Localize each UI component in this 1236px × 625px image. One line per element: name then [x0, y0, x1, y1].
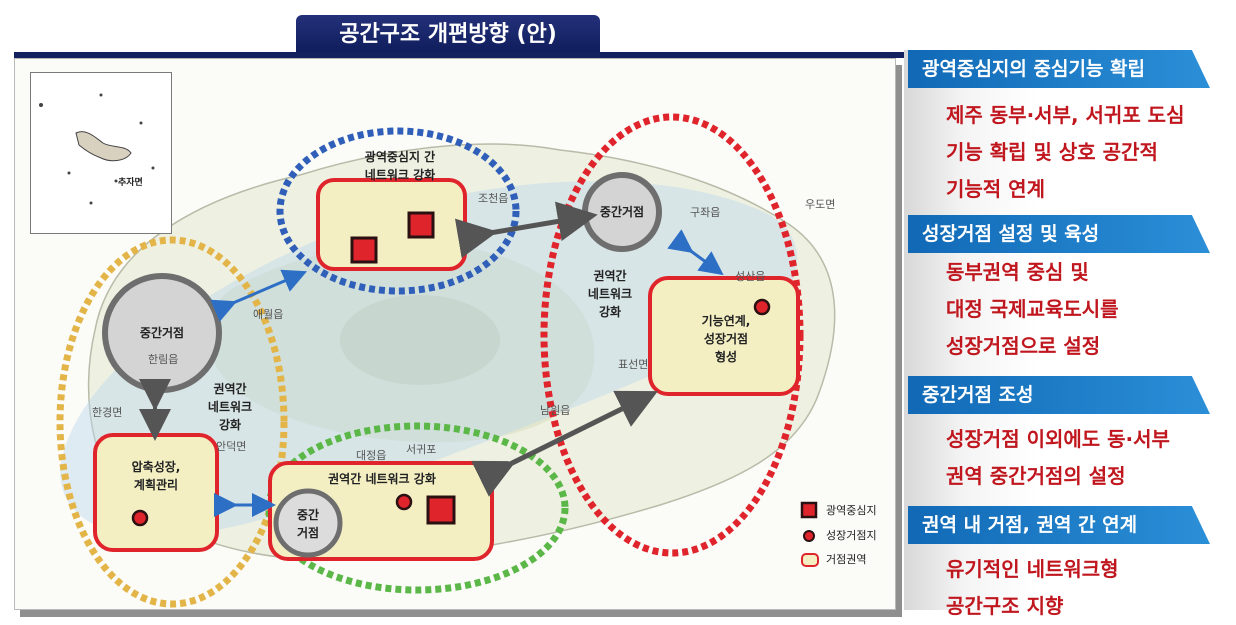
red-rounded-rect-icon — [801, 553, 819, 567]
growth-hub-icon — [395, 493, 413, 511]
region-west-yellow — [56, 236, 288, 608]
label-hub-north: 중간거점 — [599, 205, 645, 219]
inset-label: 추자면 — [118, 178, 143, 188]
section-line: 기능 확립 및 상호 공간적 — [946, 140, 1158, 164]
section-body-2: 동부권역 중심 및 대정 국제교육도시를 성장거점으로 설정 — [946, 254, 1119, 365]
region-south-green — [265, 422, 569, 594]
place-name: 한경면 — [92, 406, 123, 419]
link-arrow-blue — [210, 269, 308, 322]
hub-circle-south — [273, 488, 343, 558]
link-arrow — [471, 390, 658, 497]
place-name: 한림읍 — [148, 353, 179, 366]
place-name: 남원읍 — [540, 404, 571, 417]
region-box-north — [316, 178, 467, 271]
major-center-icon — [350, 236, 378, 264]
red-dot-icon — [803, 530, 815, 542]
section-line: 성장거점으로 설정 — [946, 334, 1101, 358]
label-hub-south: 중간 거점 — [296, 508, 320, 540]
section-header-1: 광역중심지의 중심기능 확립 — [908, 50, 1210, 88]
section-header-3: 중간거점 조성 — [908, 376, 1210, 414]
red-square-icon — [800, 501, 818, 519]
network-band — [60, 181, 798, 536]
title-underline — [14, 52, 906, 58]
place-name: 조천읍 — [478, 192, 509, 205]
place-name: 성산읍 — [735, 270, 766, 283]
section-header-4: 권역 내 거점, 권역 간 연계 — [908, 506, 1210, 544]
place-name: 안덕면 — [216, 440, 247, 453]
place-name: 우도면 — [805, 198, 836, 211]
label-west-network: 권역간 네트워크 강화 — [207, 382, 253, 432]
label-east-network: 권역간 네트워크 강화 — [587, 269, 633, 319]
section-line: 성장거점 이외에도 동·서부 — [946, 427, 1170, 451]
link-arrow — [454, 201, 598, 259]
legend-growth-hub: 성장거점지 — [826, 529, 877, 542]
place-name: 대정읍 — [356, 449, 387, 462]
place-name: 표선면 — [618, 358, 649, 371]
section-header-2: 성장거점 설정 및 육성 — [908, 215, 1210, 253]
legend-major-center: 광역중심지 — [826, 504, 877, 517]
major-center-icon — [407, 211, 435, 239]
growth-hub-icon — [131, 509, 149, 527]
page-title: 공간구조 개편방향 (안) — [296, 15, 600, 53]
place-name: 애월읍 — [253, 308, 284, 321]
place-name: 서귀포 — [406, 443, 437, 456]
label-west-box: 압축성장, 계획관리 — [131, 460, 181, 492]
section-line: 동부권역 중심 및 — [946, 260, 1089, 284]
section-line: 대정 국제교육도시를 — [946, 297, 1119, 321]
link-arrow-blue — [667, 229, 724, 276]
section-body-1: 제주 동부·서부, 서귀포 도심 기능 확립 및 상호 공간적 기능적 연계 — [946, 97, 1184, 208]
section-line: 유기적인 네트워크형 — [946, 557, 1119, 581]
label-hub-west: 중간거점 — [139, 326, 185, 340]
growth-hub-icon — [753, 298, 771, 316]
place-name: 구좌읍 — [690, 206, 721, 219]
section-line: 제주 동부·서부, 서귀포 도심 — [946, 103, 1185, 127]
chuja-islands-icon — [39, 93, 155, 205]
label-south-box: 권역간 네트워크 강화 — [328, 472, 436, 486]
major-center-icon — [426, 495, 456, 525]
label-north-region: 광역중심지 간 네트워크 강화 — [364, 150, 436, 182]
section-line: 공간구조 지향 — [946, 594, 1064, 618]
inset-map — [30, 72, 172, 234]
section-body-4: 유기적인 네트워크형 공간구조 지향 — [946, 551, 1119, 625]
hallasan-area — [340, 295, 500, 385]
section-body-3: 성장거점 이외에도 동·서부 권역 중간거점의 설정 — [946, 421, 1170, 495]
legend-region: 거점권역 — [826, 553, 867, 566]
label-east-box: 기능연계, 성장거점 형성 — [701, 314, 751, 364]
section-line: 기능적 연계 — [946, 177, 1045, 201]
section-line: 권역 중간거점의 설정 — [946, 464, 1126, 488]
